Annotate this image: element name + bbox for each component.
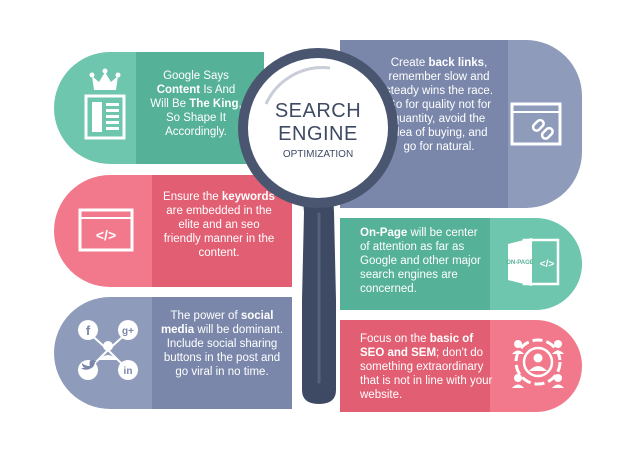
svg-text:</>: </> [540, 259, 555, 270]
card-social-media-text: The power of social media will be domina… [160, 309, 284, 379]
crown-document-icon [80, 68, 130, 142]
body-text: Focus on the [360, 333, 430, 345]
card-on-page-text: On-Page will be center of attention as f… [360, 226, 488, 296]
title-search: SEARCH [274, 100, 362, 122]
browser-link-icon [510, 102, 562, 148]
card-keywords [54, 175, 292, 287]
body-text: will be center of attention as far as Go… [360, 227, 481, 295]
body-text: Is And Will Be [150, 84, 236, 110]
card-basic-seo-sem-text: Focus on the basic of SEO and SEM; don't… [360, 332, 494, 402]
highlight-text: keywords [221, 191, 275, 203]
code-brackets-icon: </> [78, 208, 134, 252]
body-text: are embedded in the elite and an seo fri… [163, 205, 275, 259]
highlight-text: The King [189, 98, 239, 110]
on-page-door-icon: ON-PAGE </> [504, 236, 562, 288]
body-text: ; don't do something extraordinary that … [360, 347, 493, 401]
svg-text:</>: </> [96, 227, 116, 243]
body-text: Ensure the [163, 191, 222, 203]
highlight-text: basic of SEO and SEM [360, 333, 474, 359]
card-keywords-text: Ensure the keywords are embedded in the … [160, 190, 278, 260]
facebook-icon: f [86, 323, 91, 338]
highlight-text: On-Page [360, 227, 408, 239]
google-plus-icon: g+ [122, 326, 134, 337]
body-text: Google Says [163, 70, 229, 82]
body-text: Create [390, 57, 429, 69]
social-network-icon: f g+ in [72, 310, 144, 390]
card-keywords-bg [54, 175, 292, 287]
highlight-text: Content [156, 84, 201, 96]
body-text: , remember slow and steady wins the race… [384, 57, 494, 153]
on-page-label: ON-PAGE [506, 260, 534, 266]
body-text: The power of [170, 310, 241, 322]
linkedin-icon: in [124, 366, 133, 377]
title-optimization: OPTIMIZATION [282, 149, 354, 160]
card-social-media [54, 297, 292, 409]
title-engine: ENGINE [278, 123, 358, 145]
highlight-text: back links [428, 57, 485, 69]
target-person-icon [510, 334, 566, 390]
card-back-links-text: Create back links, remember slow and ste… [384, 56, 494, 154]
body-text: , So Shape It Accordingly. [165, 98, 242, 138]
highlight-text: social media [160, 310, 274, 336]
body-text: will be dominant. Include social sharing… [163, 324, 284, 378]
twitter-icon [81, 360, 97, 370]
card-content-king-text: Google Says Content Is And Will Be The K… [146, 69, 246, 139]
card-social-media-bg [54, 297, 292, 409]
